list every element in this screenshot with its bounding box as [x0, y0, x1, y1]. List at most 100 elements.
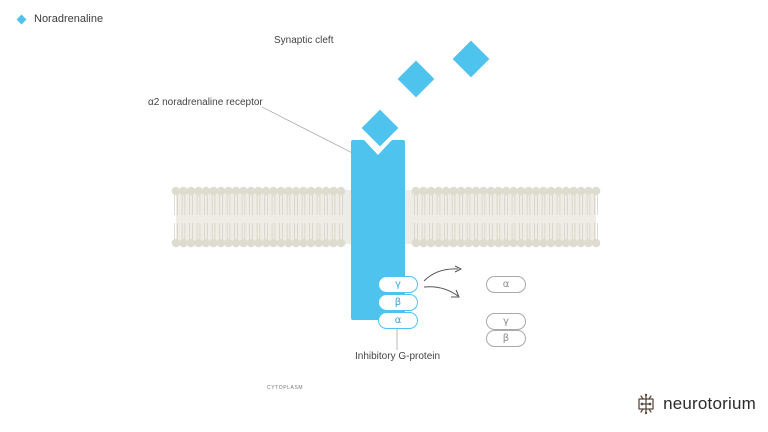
lipid-head [299, 186, 308, 196]
lipid-head [246, 186, 256, 196]
lipid-head [464, 186, 473, 196]
lipid-head [426, 186, 436, 196]
arrow-to-beta-gamma [423, 286, 459, 297]
brand-name: neurotorium [663, 394, 756, 413]
receptor-label: α2 noradrenaline receptor [148, 97, 263, 108]
lipid-head [546, 186, 556, 196]
lipid-head [479, 186, 488, 196]
noradrenaline-molecule [397, 60, 435, 98]
lipid-head [569, 238, 578, 248]
released-gamma-subunit: γ [486, 313, 526, 330]
lipid-head [171, 238, 181, 248]
legend: Noradrenaline [16, 13, 103, 25]
arrow-to-alpha [423, 268, 459, 282]
lipid-head [471, 238, 481, 248]
lipid-head [194, 186, 203, 196]
lipid-head [546, 238, 556, 248]
lipid-head [201, 186, 211, 196]
lipid-head [561, 186, 571, 196]
lipid-head [194, 238, 203, 248]
lipid-head [456, 186, 466, 196]
lipid-head [516, 238, 526, 248]
lipid-head [569, 186, 578, 196]
lipid-head [239, 238, 248, 248]
lipid-head [314, 238, 323, 248]
lipid-head [524, 238, 533, 248]
noradrenaline-molecule [452, 40, 490, 78]
lipid-head [561, 238, 571, 248]
lipid-head [276, 238, 286, 248]
lipid-head [306, 238, 316, 248]
lipid-head [434, 238, 443, 248]
lipid-head [426, 238, 436, 248]
lipid-head [246, 238, 256, 248]
lipid-head [584, 186, 593, 196]
lipid-head [291, 238, 301, 248]
lipid-tails [174, 195, 598, 239]
lipid-head [276, 186, 286, 196]
lipid-head [539, 186, 548, 196]
lipid-head [314, 186, 323, 196]
lipid-head [269, 186, 278, 196]
lipid-head [216, 238, 226, 248]
alpha2-receptor [351, 140, 405, 320]
lipid-head [509, 238, 518, 248]
lipid-head [411, 186, 421, 196]
lipid-head [179, 186, 188, 196]
arrowhead [454, 265, 463, 273]
lipid-head [531, 238, 541, 248]
lipid-head [179, 238, 188, 248]
lipid-head [239, 186, 248, 196]
lipid-head [186, 238, 196, 248]
legend-label: Noradrenaline [34, 13, 104, 25]
lipid-head [336, 238, 346, 248]
g-protein-gamma-subunit: γ [378, 276, 418, 293]
lipid-head [306, 186, 316, 196]
lipid-head [509, 186, 518, 196]
lipid-head [231, 186, 241, 196]
g-protein-alpha-subunit: α [378, 312, 418, 329]
lipid-head [186, 186, 196, 196]
lipid-head [486, 238, 496, 248]
lipid-head [524, 186, 533, 196]
lipid-head [441, 186, 451, 196]
lipid-head [201, 238, 211, 248]
lipid-head [321, 238, 331, 248]
lipid-head [284, 186, 293, 196]
lipid-head [576, 238, 586, 248]
lipid-head [321, 186, 331, 196]
noradrenaline-molecule-bound [361, 109, 399, 147]
released-alpha-subunit: α [486, 276, 526, 293]
lipid-head [231, 238, 241, 248]
brain-circuit-icon [638, 393, 654, 415]
released-beta-subunit: β [486, 330, 526, 347]
lipid-head [456, 238, 466, 248]
lipid-head [449, 186, 458, 196]
cytoplasm-label: CYTOPLASM [267, 385, 304, 391]
g-protein-beta-subunit: β [378, 294, 418, 311]
lipid-head [224, 238, 233, 248]
lipid-head [554, 186, 563, 196]
lipid-head [261, 186, 271, 196]
lipid-head [411, 238, 421, 248]
lipid-head [336, 186, 346, 196]
lipid-head [329, 186, 338, 196]
synaptic-cleft-label: Synaptic cleft [274, 35, 334, 46]
lipid-head [434, 186, 443, 196]
lipid-head [494, 186, 503, 196]
lipid-head [494, 238, 503, 248]
arrowhead [451, 289, 460, 298]
lipid-head [479, 238, 488, 248]
lipid-head [261, 238, 271, 248]
lipid-head [516, 186, 526, 196]
lipid-head [171, 186, 181, 196]
lipid-head [441, 238, 451, 248]
lipid-head [209, 186, 218, 196]
lipid-head [554, 238, 563, 248]
lipid-head [591, 186, 601, 196]
lipid-head [224, 186, 233, 196]
lipid-head [209, 238, 218, 248]
lipid-head [584, 238, 593, 248]
lipid-head [501, 238, 511, 248]
